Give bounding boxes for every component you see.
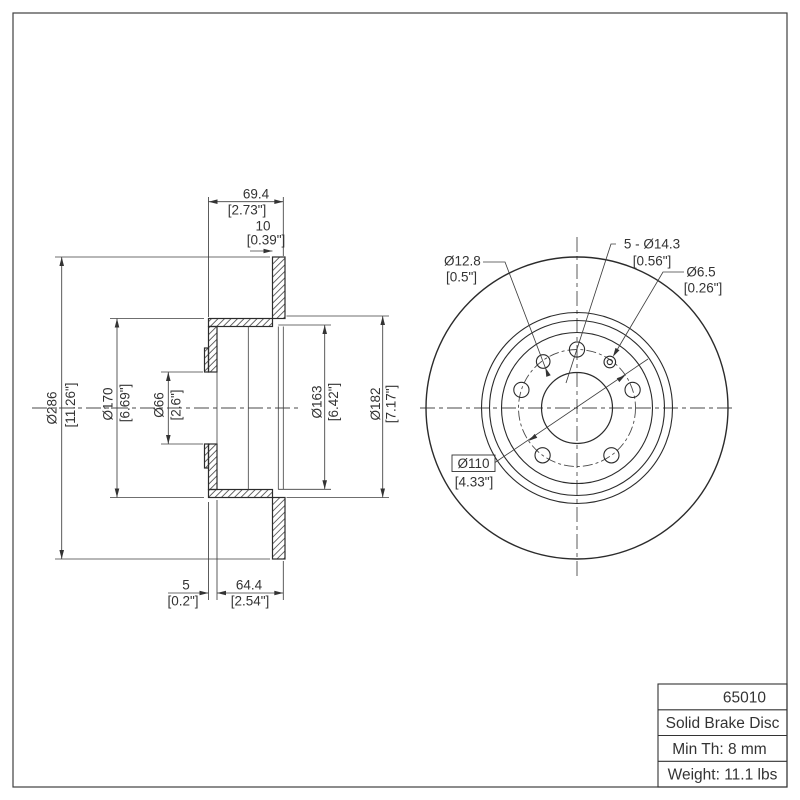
lug-hole [603,447,620,464]
screw-hole-label-in: [0.26"] [684,281,723,296]
dim-center-bore-in: [2.6"] [169,389,184,420]
screw-hole-label-mm: Ø6.5 [686,265,715,280]
dim-flange-diameter-mm: Ø182 [368,387,383,420]
dim-inner-diameter-in: [6.42"] [326,383,341,422]
section-body [203,256,286,560]
dim-disc-thickness: 10 [0.39"] [247,219,286,254]
center-bore-circle [540,371,614,445]
lug-holes-label-in: [0.56"] [633,254,672,269]
bolt-circle-label-box [451,454,496,472]
dim-lip-offset-mm: 5 [182,578,190,593]
screw-hole-countersink [603,355,617,369]
lug-hole [513,381,530,399]
bore-lip-top [203,347,210,373]
rotor-bottom-section [271,496,286,560]
product-type: Solid Brake Disc [666,715,780,732]
pilot-hole [535,354,551,369]
dim-inner-diameter: Ø163 [6.42"] [278,324,341,490]
min-thickness: Min Th: 8 mm [672,741,766,758]
hat-bottom-flange [207,488,274,499]
dim-overall-width-mm: 69.4 [243,187,270,202]
dim-outer-diameter-in: [11.26"] [63,382,78,427]
dim-hat-depth: 64.4 [2.54"] [217,561,284,609]
dim-hat-depth-in: [2.54"] [231,594,270,609]
dim-hat-diameter-in: [6.69"] [118,384,133,423]
weight: Weight: 11.1 lbs [668,767,778,784]
lug-hole [534,447,551,464]
label-screw-hole: Ø6.5 [0.26"] [612,265,723,357]
dim-center-bore-mm: Ø66 [152,392,167,418]
part-number: 65010 [723,689,766,706]
bore-lip-bottom [203,443,210,469]
dim-bolt-circle: Ø110 [4.33"] [451,358,649,490]
title-block: 65010 Solid Brake Disc Min Th: 8 mm Weig… [657,683,788,788]
label-pilot-hole: Ø12.8 [0.5"] [444,254,551,377]
label-lug-holes: 5 - Ø14.3 [0.56"] [565,237,680,384]
rotor-top-section [271,256,286,320]
outer-diameter-circle [425,256,729,560]
pilot-hole-label-in: [0.5"] [446,270,477,285]
hat-top-flange [207,317,274,328]
hat-wall-bottom [207,443,218,491]
dim-overall-width-in: [2.73"] [228,203,267,218]
hat-diameter-circle [488,319,666,497]
lug-holes-label-mm: 5 - Ø14.3 [624,237,680,252]
dim-center-bore: Ø66 [2.6"] [152,371,203,445]
lug-hole [568,341,586,358]
front-view: Ø12.8 [0.5"] 5 - Ø14.3 [0.56"] Ø6.5 [0.2… [420,237,734,580]
dim-disc-thickness-mm: 10 [255,219,270,234]
dim-inner-diameter-mm: Ø163 [310,385,325,418]
dim-lip-offset-in: [0.2"] [167,594,198,609]
dim-lip-offset: 5 [0.2"] [167,500,218,609]
dim-outer-diameter-mm: Ø286 [45,391,60,424]
screw-hole [603,355,617,369]
dim-hat-diameter-mm: Ø170 [101,387,116,420]
dim-flange-diameter: Ø182 [7.17"] [286,315,399,498]
screw-hole-bore [606,358,613,366]
disc-circles [425,256,729,560]
flange-diameter-circle [480,311,674,505]
bolt-circle-label-mm: Ø110 [457,456,489,471]
hat-wall-top [207,325,218,373]
dim-disc-thickness-in: [0.39"] [247,233,286,248]
bolt-circle-label-in: [4.33"] [455,475,494,490]
lug-holes [513,341,641,464]
dim-outer-diameter: Ø286 [11.26"] [45,256,270,560]
hub-face-circle [500,331,654,485]
drawing-frame [12,12,788,788]
dim-hat-diameter: Ø170 [6.69"] [101,318,204,498]
pilot-hole-label-mm: Ø12.8 [444,254,481,269]
dim-overall-width: 69.4 [2.73"] [208,187,284,317]
dim-flange-diameter-in: [7.17"] [384,385,399,424]
lug-hole [624,381,641,399]
section-view: 69.4 [2.73"] 10 [0.39"] Ø286 [11.26"] [32,187,399,609]
dim-hat-depth-mm: 64.4 [236,578,263,593]
